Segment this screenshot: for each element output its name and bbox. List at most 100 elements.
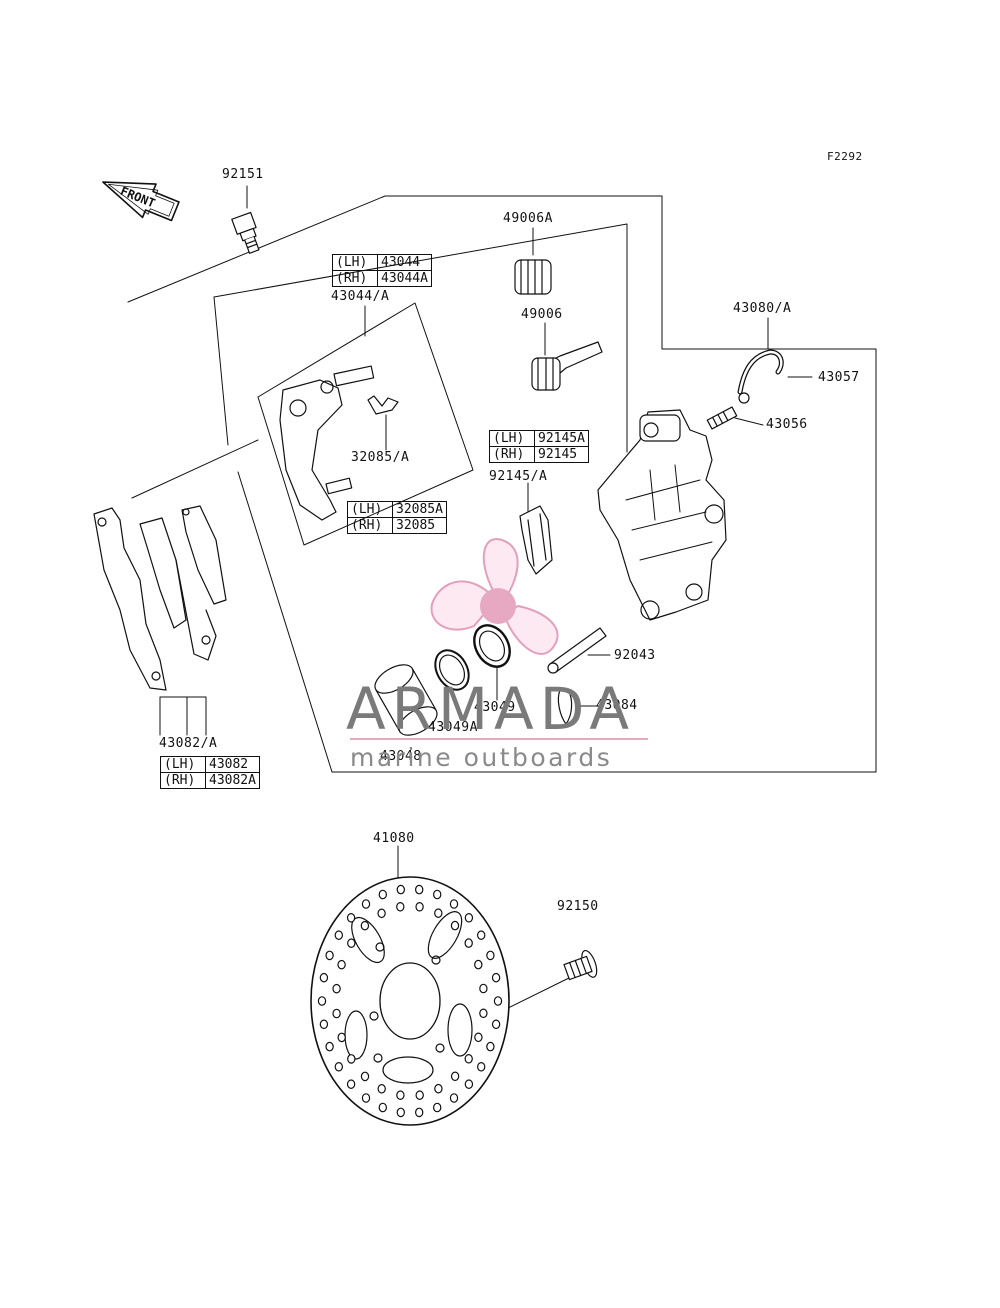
table-row: (RH)92145 [489,446,589,463]
table-cell-side: (RH) [160,772,206,789]
disc-hole [325,1041,334,1052]
disc-hole [334,1062,343,1072]
disc-hole [337,959,346,970]
table-cell-side: (RH) [347,517,393,534]
table-cell-side: (LH) [160,756,206,773]
disc-hole [433,1102,442,1113]
disc-hole [377,908,386,919]
disc-hole [347,1054,356,1064]
disc-hole [449,899,459,909]
table-row: (LH)32085A [347,501,447,518]
table-cell-part: 32085A [392,501,447,518]
disc-hole [325,950,334,961]
variant-table-43082: (LH)43082 (RH)43082A [160,756,260,789]
variant-table-92145: (LH)92145A (RH)92145 [489,430,589,463]
disc-hole [415,884,424,895]
pad-clip-icon [519,505,553,575]
disc-hole [474,1032,483,1043]
bolt-92150-icon [563,949,598,981]
boot-49006a-icon [514,259,552,295]
table-row: (LH)43044 [332,254,432,271]
disc-hole [396,901,405,912]
cotter-pin-icon [557,689,573,725]
disc-hole [493,996,503,1006]
disc-hole [464,938,473,948]
label-32085a: 32085/A [351,450,410,465]
disc-hole [332,1008,341,1019]
label-43049: 43049 [474,700,516,715]
disc-hole [477,930,486,940]
disc-hole [319,972,329,983]
table-cell-part: 43082 [205,756,260,773]
disc-hole [361,899,371,909]
disc-hole [450,1071,460,1082]
disc-hole [464,1054,473,1064]
disc-hole [361,1093,371,1103]
disc-hole [346,912,356,923]
table-row: (LH)92145A [489,430,589,447]
table-cell-part: 92145 [534,446,589,463]
disc-hole [360,1071,370,1082]
disc-holes [317,884,503,1118]
disc-hole [415,1107,424,1118]
label-43082a: 43082/A [159,736,218,751]
label-43049a: 43049A [428,720,478,735]
label-43056: 43056 [766,417,808,432]
caliper-bracket-icon [279,365,375,521]
table-cell-part: 43082A [205,772,260,789]
table-cell-part: 43044 [377,254,432,271]
disc-hole [464,1079,474,1089]
table-row: (RH)43044A [332,270,432,287]
disc-hole [378,889,387,900]
dust-seal-icon [434,649,470,691]
disc-hole [474,959,483,970]
bolt-92151-icon [231,211,260,254]
watermark-brand: ARMADA [346,675,636,743]
disc-hole [450,920,460,931]
table-cell-part: 32085 [392,517,447,534]
disc-hole [434,1083,443,1094]
table-cell-side: (LH) [347,501,393,518]
bleeder-valve-icon [706,406,738,430]
disc-hole [377,1084,386,1094]
label-43057: 43057 [818,370,860,385]
disc-hole [434,908,443,918]
disc-hole [332,983,341,994]
disc-hole [464,912,474,923]
propeller-logo-icon [430,538,559,655]
table-cell-part: 43044A [377,270,432,287]
table-row: (RH)43082A [160,772,260,789]
disc-hole [337,1032,346,1043]
disc-hole [360,920,370,931]
piston-seal-icon [473,624,511,668]
disc-hole [346,1079,356,1089]
label-43084: 43084 [596,698,638,713]
disc-hole [491,972,501,983]
brake-disc-icon [310,876,510,1126]
disc-hole [486,950,495,961]
disc-hole [319,1019,329,1030]
label-43080a: 43080/A [733,301,792,316]
disc-hole [415,1090,424,1100]
label-49006: 49006 [521,307,563,322]
table-cell-side: (RH) [489,446,535,463]
disc-hole [396,1107,405,1118]
watermark-tagline: marine outboards [350,743,613,772]
pin-92043-icon [547,627,607,674]
disc-hole [477,1062,486,1072]
disc-hole [347,938,356,948]
variant-table-43044: (LH)43044 (RH)43044A [332,254,432,287]
label-49006a: 49006A [503,211,553,226]
label-41080: 41080 [373,831,415,846]
caliper-body-icon [597,409,727,621]
pad-spring-icon [367,395,399,415]
piston-icon [374,664,438,736]
brake-hose-icon [737,349,784,404]
disc-hole [415,901,424,912]
disc-hole [449,1093,459,1103]
disc-hole [433,889,442,900]
label-92043: 92043 [614,648,656,663]
table-cell-side: (RH) [332,270,378,287]
table-row: (LH)43082 [160,756,260,773]
